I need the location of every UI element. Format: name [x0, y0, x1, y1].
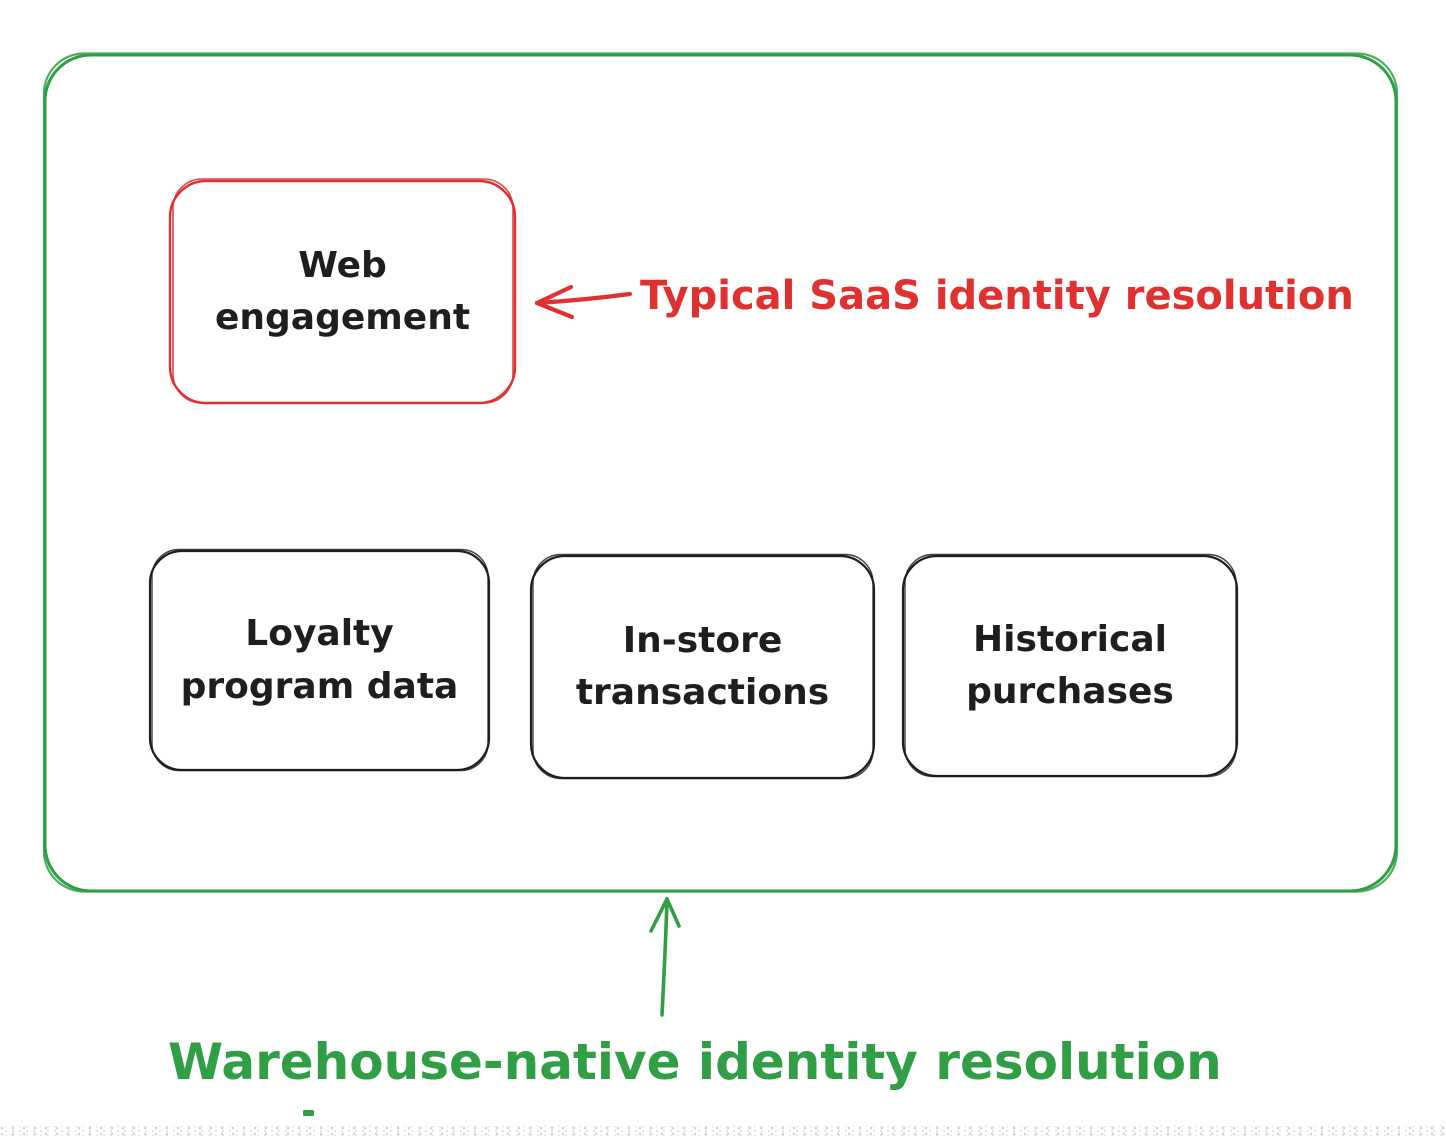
- web-engagement-label-line1: Web: [298, 244, 387, 286]
- historical-label-line2: purchases: [966, 671, 1174, 712]
- web-engagement-label-line2: engagement: [214, 297, 471, 338]
- stray-green-mark: [303, 1110, 314, 1116]
- web-engagement-box: [168, 178, 517, 405]
- loyalty-program-data-label: Loyalty program data: [150, 551, 489, 770]
- in-store-transactions-label: In-store transactions: [531, 556, 874, 778]
- loyalty-program-data-box: [148, 548, 491, 772]
- warehouse-native-annotation: Warehouse-native identity resolution: [168, 1033, 1222, 1091]
- historical-purchases-label: Historical purchases: [903, 556, 1237, 776]
- typical-saas-annotation: Typical SaaS identity resolution: [640, 273, 1354, 319]
- left-arrow-icon: [534, 284, 633, 320]
- loyalty-label-line1: Loyalty: [245, 613, 394, 655]
- dotted-baseline: [0, 1126, 1446, 1136]
- web-engagement-label: Web engagement: [170, 181, 515, 403]
- loyalty-label-line2: program data: [180, 665, 459, 707]
- historical-purchases-box: [901, 553, 1239, 778]
- warehouse-container-box: [42, 52, 1399, 893]
- up-arrow-icon: [649, 897, 681, 1017]
- historical-label-line1: Historical: [973, 618, 1167, 660]
- in-store-label-line1: In-store: [622, 619, 783, 661]
- in-store-transactions-box: [529, 553, 876, 780]
- in-store-label-line2: transactions: [575, 672, 830, 713]
